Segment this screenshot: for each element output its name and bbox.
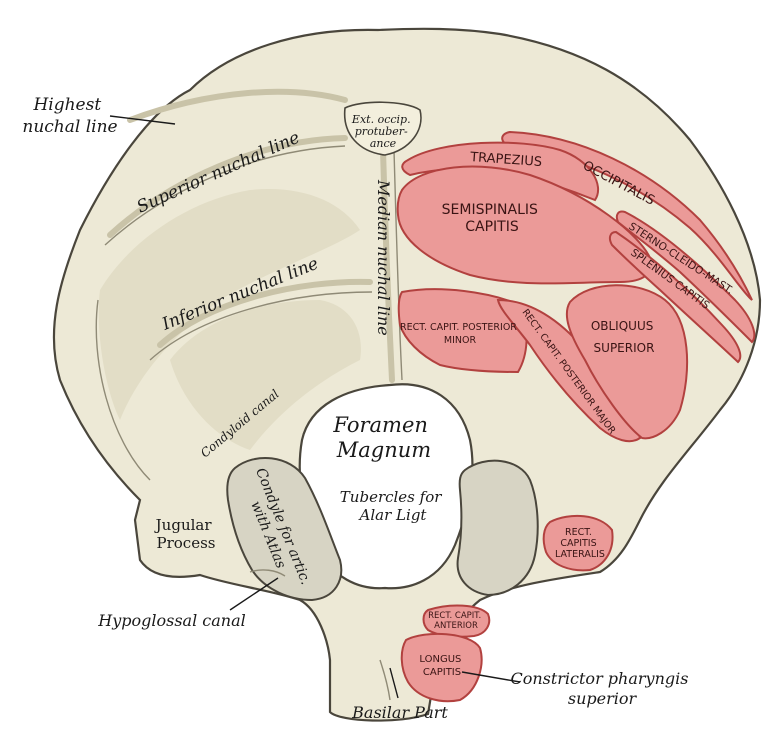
label-rect-capit-posterior-minor: RECT. CAPIT. POSTERIOR MINOR bbox=[400, 322, 520, 346]
muscle-semispinalis-capitis bbox=[396, 165, 653, 285]
left-contour-line bbox=[95, 299, 151, 481]
median-nuchal-ridge bbox=[380, 147, 395, 383]
muscle-sternocleidomastoid bbox=[615, 210, 756, 344]
leader-basilar bbox=[389, 667, 399, 699]
label-rect-capit-anterior: RECT. CAPIT. ANTERIOR bbox=[428, 611, 484, 631]
label-foramen-magnum: Foramen Magnum bbox=[332, 413, 434, 462]
bone-shade-lower-left bbox=[170, 300, 361, 450]
label-median-nuchal-line: Median nuchal line bbox=[374, 179, 393, 336]
label-basilar-part: Basilar Part bbox=[351, 703, 448, 722]
median-nuchal-ridge-line bbox=[393, 149, 403, 381]
label-longus-capitis: LONGUS CAPITIS bbox=[419, 654, 464, 678]
label-rect-capitis-lateralis: RECT. CAPITIS LATERALIS bbox=[555, 527, 605, 560]
leader-highest-nuchal bbox=[109, 115, 176, 125]
inferior-nuchal-ridge bbox=[157, 278, 373, 348]
label-semispinalis-capitis: SEMISPINALIS CAPITIS bbox=[442, 202, 543, 235]
basilar-groove bbox=[379, 659, 391, 701]
inferior-nuchal-ridge-line bbox=[149, 291, 373, 361]
leader-constrictor bbox=[461, 671, 521, 683]
label-obliquus-superior: OBLIQUUS SUPERIOR bbox=[591, 319, 657, 355]
label-ext-occip-protuberance: Ext. occip. protuber- ance bbox=[351, 113, 414, 150]
muscle-rect-capit-anterior bbox=[422, 604, 491, 638]
label-jugular-process: Jugular Process bbox=[154, 516, 217, 552]
foramen-magnum bbox=[298, 383, 474, 590]
muscle-obliquus-superior bbox=[565, 284, 689, 440]
label-constrictor-pharyngis: Constrictor pharyngis superior bbox=[510, 669, 693, 708]
right-condyle bbox=[456, 459, 539, 597]
ext-occip-protuberance bbox=[343, 101, 422, 156]
label-trapezius: TRAPEZIUS bbox=[469, 150, 543, 170]
muscle-rect-capit-posterior-minor bbox=[397, 288, 528, 374]
highest-nuchal-ridge bbox=[127, 88, 348, 123]
muscle-longus-capitis bbox=[400, 632, 483, 703]
left-condyle bbox=[226, 456, 343, 602]
muscle-rect-capitis-lateralis bbox=[542, 514, 614, 572]
superior-nuchal-ridge bbox=[107, 135, 348, 238]
label-highest-nuchal-line: Highest nuchal line bbox=[22, 95, 117, 137]
bone-shade-left bbox=[98, 189, 361, 420]
hypoglossal-canal-opening bbox=[249, 569, 286, 577]
leader-hypoglossal bbox=[229, 577, 279, 611]
muscle-splenius-capitis bbox=[608, 230, 742, 364]
muscle-rect-capit-posterior-major bbox=[496, 298, 642, 443]
superior-nuchal-ridge-line bbox=[104, 145, 346, 246]
label-hypoglossal-canal: Hypoglossal canal bbox=[97, 611, 245, 630]
label-tubercles: Tubercles for Alar Ligt bbox=[340, 488, 446, 524]
